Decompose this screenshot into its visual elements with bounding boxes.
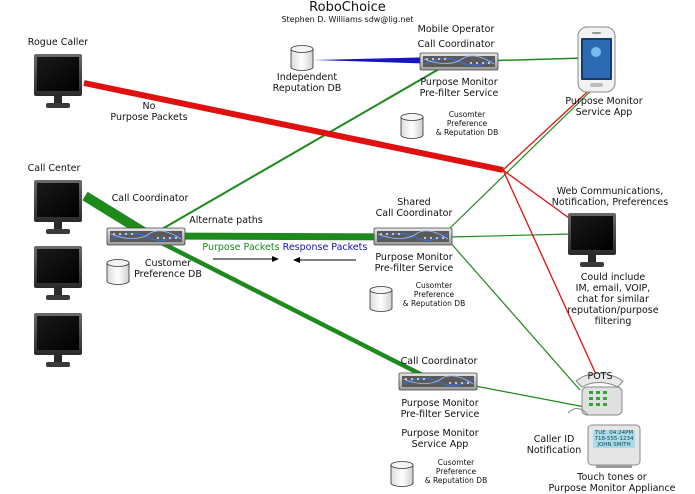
shared-pref-label: Cusomter Preference & Reputation DB (402, 281, 466, 308)
pots-label: POTS (587, 371, 613, 382)
independent-db-icon (290, 45, 314, 71)
link-shared-to-pots (447, 239, 581, 391)
purpose-arrowhead (272, 256, 279, 262)
caller-id-icon (587, 424, 641, 468)
link-rogue-to-pots (502, 169, 601, 384)
main-call-coordinator-switch-icon (106, 227, 186, 246)
shared-call-coordinator-label: Shared Call Coordinator (375, 197, 453, 219)
mobile-operator-label: Mobile Operator (417, 24, 495, 35)
link-rogue-to-web (502, 169, 581, 227)
link-shared-to-smartphone (447, 81, 601, 231)
shared-pm-label: Purpose Monitor Pre-filter Service (374, 252, 454, 274)
could-include-label: Could include IM, email, VOIP, chat for … (567, 272, 659, 327)
rogue-caller-monitor-icon (34, 54, 82, 108)
customer-db-icon (106, 259, 130, 285)
link-bottom-to-pots (469, 384, 586, 408)
call-center-label: Call Center (27, 163, 81, 174)
diagram-subtitle: Stephen D. Williams sdw@lig.net (281, 15, 414, 24)
main-call-coordinator-label: Call Coordinator (111, 193, 189, 204)
telephone-icon (567, 373, 624, 416)
response-packets-label: Response Packets (282, 242, 368, 253)
caller-id-screen: TUE 04:24PM 718-555-1234 JOHN SMITH (594, 430, 634, 448)
shared-call-coordinator-switch-icon (373, 227, 453, 246)
bottom-pm-label: Purpose Monitor Pre-filter Service (400, 398, 480, 420)
link-coordinator-to-shared (147, 232, 416, 241)
independent-db-label: Independent Reputation DB (272, 72, 342, 94)
bottom-app-label: Purpose Monitor Service App (401, 428, 479, 450)
call-center-monitor-icon-2 (34, 246, 82, 300)
no-purpose-label: No Purpose Packets (110, 101, 188, 123)
purpose-packets-label: Purpose Packets (202, 242, 280, 253)
call-center-monitor-icon-1 (34, 180, 82, 234)
bottom-call-coordinator-label: Call Coordinator (400, 356, 478, 367)
link-rogue-caller (83, 80, 504, 173)
bottom-db-icon (390, 461, 414, 487)
link-call-center-to-mobile (149, 64, 447, 237)
mobile-db-icon (400, 113, 424, 139)
mobile-call-coordinator-label: Call Coordinator (417, 39, 495, 50)
web-communications-label: Web Communications, Notification, Prefer… (551, 186, 669, 208)
smartphone-icon (577, 26, 616, 93)
bottom-call-coordinator-switch-icon (398, 372, 478, 391)
customer-pref-db-label: Customer Preference DB (134, 258, 202, 280)
link-independent-db (314, 57, 440, 64)
mobile-call-coordinator-switch-icon (419, 52, 499, 71)
alternate-paths-label: Alternate paths (189, 215, 263, 226)
diagram-title: RoboChoice (309, 0, 386, 15)
web-monitor-icon (568, 213, 616, 267)
caller-id-label: Caller ID Notification (526, 434, 582, 456)
link-coordinator-to-bottom (146, 233, 442, 387)
call-center-monitor-icon-3 (34, 313, 82, 367)
mobile-pref-label: Cusomter Preference & Reputation DB (435, 110, 499, 137)
link-shared-to-web (449, 233, 573, 238)
mobile-pm-label: Purpose Monitor Pre-filter Service (419, 77, 499, 99)
link-rogue-to-smartphone (502, 81, 599, 171)
response-arrowhead (293, 257, 300, 263)
pm-service-app-label: Purpose Monitor Service App (565, 96, 643, 118)
connection-lines (82, 57, 601, 408)
touch-tones-label: Touch tones or Purpose Monitor Appliance (548, 472, 676, 494)
shared-db-icon (369, 286, 393, 312)
bottom-pref-label: Cusomter Preference & Reputation DB (424, 458, 488, 485)
rogue-caller-label: Rogue Caller (27, 37, 89, 48)
